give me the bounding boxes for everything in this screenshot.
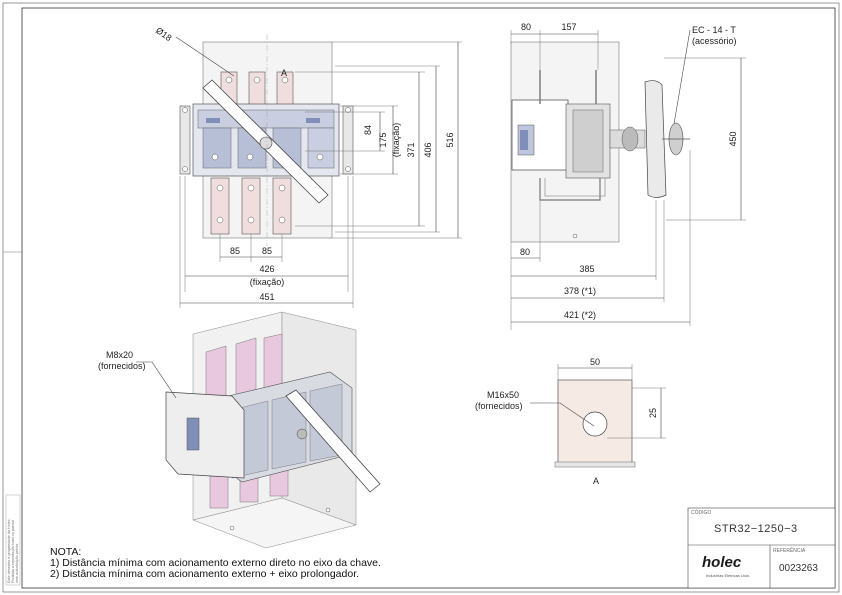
reference-number: 0023263: [779, 563, 818, 574]
side-note-box: [5, 494, 21, 586]
handle-hub: [259, 136, 273, 150]
left-mount-flange: [179, 105, 191, 175]
dim-175-label: 175: [378, 132, 388, 147]
iso-handle-hub: [296, 428, 308, 440]
terminal-hole: [247, 184, 255, 192]
terminal-hole: [216, 184, 224, 192]
iso-screw-label: M8x20: [106, 350, 133, 360]
pole-screw: [211, 153, 219, 161]
mount-hole: [182, 166, 188, 172]
dim-451-label: 451: [259, 292, 274, 302]
iso-handle: [285, 389, 381, 493]
side-terminal-bottom: [539, 178, 601, 201]
iso-cover-bottom: [192, 497, 357, 549]
front-view: Ø18 A 84 175 (fixação) 371 406 516 85 85: [154, 25, 462, 308]
terminal-hole: [278, 216, 286, 224]
dim-80-bottom-label: 80: [520, 247, 530, 257]
detail-screw-leader: [530, 402, 595, 427]
dim-157-label: 157: [561, 22, 576, 32]
right-mount-flange: [342, 105, 354, 175]
iso-screw-leader: [136, 361, 177, 399]
dim-450-label: 450: [728, 131, 738, 146]
mount-hole: [182, 107, 188, 113]
dim-516-label: 516: [445, 132, 455, 147]
detail-a: 50 25 M16x50 (fornecidos) A: [475, 357, 666, 486]
section-marker-label: A: [281, 68, 287, 78]
accessory-note: (acessório): [692, 36, 737, 46]
body-right-block: [307, 127, 335, 169]
terminal-hole: [278, 184, 286, 192]
dim-175-fixacao-label: (fixação): [391, 123, 401, 158]
rotary-handle: [644, 80, 667, 198]
reference-caption: REFERÊNCIA: [773, 548, 806, 554]
inner-frame: [21, 7, 836, 589]
holec-logo: holec: [702, 554, 742, 571]
side-terminal-bottom: [544, 178, 606, 197]
note-line-2: 2) Distância mínima com acionamento exte…: [50, 568, 360, 580]
dim-426-label: 426: [259, 264, 274, 274]
dim-421-label: 421 (*2): [564, 310, 596, 320]
blue-tab: [306, 118, 320, 123]
dim-85-right-label: 85: [262, 246, 272, 256]
dim-426-fixacao-label: (fixação): [250, 277, 285, 287]
iso-screw: [229, 525, 235, 531]
pole-screw: [316, 153, 324, 161]
side-copyright-note: Este desenho é propriedade da Holec. Pro…: [6, 497, 20, 585]
terminal-hole: [253, 76, 261, 84]
terminal-hole: [281, 76, 289, 84]
dim-25-label: 25: [648, 408, 658, 418]
isometric-view: M8x20 (fornecidos): [98, 311, 381, 549]
detail-screw-note: (fornecidos): [475, 401, 523, 411]
code-caption: CÓDIGO: [691, 510, 712, 516]
mount-hole: [345, 166, 351, 172]
dim-406-label: 406: [423, 142, 433, 157]
shaft-coupler: [621, 126, 639, 152]
dim-378-label: 378 (*1): [564, 286, 596, 296]
diameter-leader: [175, 36, 235, 77]
blue-tab: [206, 118, 220, 123]
note-line-1: 1) Distância mínima com acionamento exte…: [50, 557, 381, 569]
iso-front-panel: [165, 391, 245, 479]
diameter-label: Ø18: [154, 25, 174, 43]
dim-84-label: 84: [363, 125, 373, 135]
detail-marker: A: [593, 476, 599, 486]
terminal-hole: [225, 76, 233, 84]
detail-screw-label: M16x50: [487, 390, 519, 400]
dim-50-label: 50: [590, 357, 600, 367]
side-screw: [572, 233, 578, 239]
mount-hole: [345, 107, 351, 113]
title-block-frame: [687, 507, 836, 589]
title-block: [687, 507, 836, 589]
dim-80-top-label: 80: [521, 22, 531, 32]
terminal-hole: [247, 216, 255, 224]
iso-blue-indicator: [186, 417, 200, 451]
detail-hole: [582, 411, 608, 437]
product-code: STR32−1250−3: [714, 523, 798, 535]
side-note-line-3: sem autorização prévia.: [15, 542, 19, 583]
terminal-hole: [216, 216, 224, 224]
accessory-leader: [673, 29, 691, 125]
pole-screw: [246, 153, 254, 161]
detail-base: [554, 461, 636, 468]
notes-title: NOTA:: [50, 546, 82, 558]
iso-screw-note: (fornecidos): [98, 361, 146, 371]
iso-screw: [325, 507, 331, 513]
dim-371-label: 371: [406, 142, 416, 157]
dim-85-left-label: 85: [230, 246, 240, 256]
side-mechanism: [572, 109, 604, 173]
accessory-label: EC - 14 - T: [692, 25, 736, 35]
dim-385-label: 385: [579, 264, 594, 274]
blue-indicator: [520, 130, 528, 150]
pole-1: [202, 127, 232, 169]
side-view: 80 157 EC - 14 - T (acessório) 450 80 38…: [510, 22, 746, 330]
holec-logo-subtitle: Industrias Eletricas Ltda.: [706, 573, 750, 578]
